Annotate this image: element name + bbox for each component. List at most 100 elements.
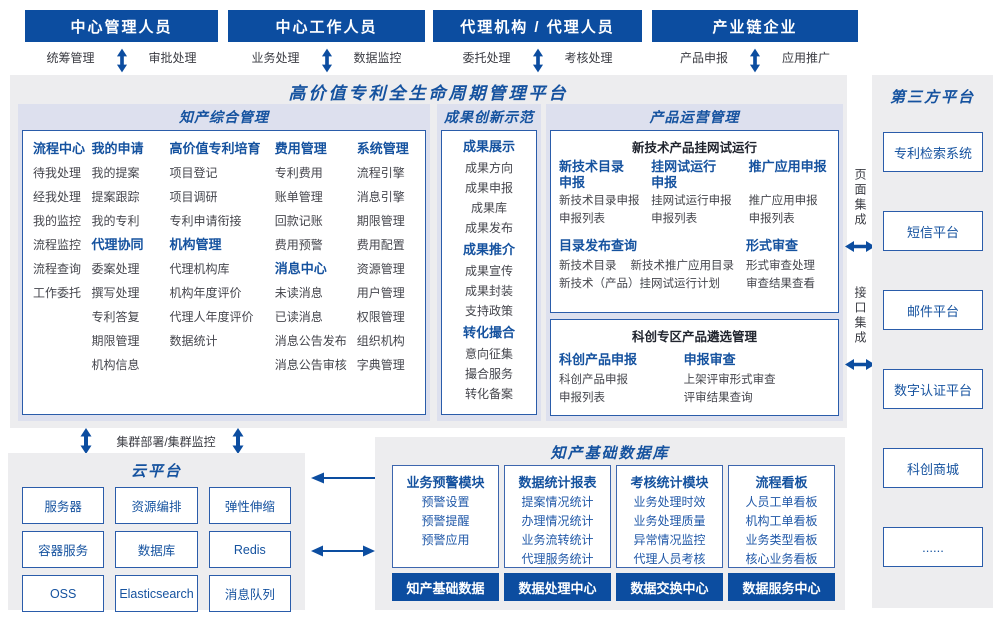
section-product-operation: 产品运营管理 新技术产品挂网试运行 新技术目录 申报 新技术目录申报申报列表 挂… bbox=[546, 104, 843, 421]
menu-item: 专利申请衔接 bbox=[169, 214, 242, 228]
group-header: 形式审查 bbox=[745, 238, 798, 253]
catalog-query-group: 目录发布查询 新技术目录 新技术推广应用目录 新技术（产品）挂网试运行计划 bbox=[559, 235, 746, 293]
section-title: 知产综合管理 bbox=[179, 109, 269, 125]
menu-item: 经我处理 bbox=[33, 190, 82, 204]
third-party-box: 科创商城 bbox=[883, 448, 983, 488]
product-column: 新技术目录 申报 新技术目录申报申报列表 bbox=[559, 159, 651, 228]
db-column: 流程看板 人员工单看板机构工单看板业务类型看板核心业务看板 bbox=[728, 465, 835, 568]
actor-group-center-staff: 中心工作人员 业务处理 数据监控 bbox=[228, 10, 425, 73]
actor-group-center-managers: 中心管理人员 统筹管理 审批处理 bbox=[25, 10, 218, 73]
menu-item: 形式审查处理 bbox=[745, 260, 815, 272]
menu-item: 科创产品申报 bbox=[559, 374, 628, 386]
vertical-double-arrow-icon bbox=[232, 428, 244, 454]
vertical-double-arrow-icon bbox=[532, 48, 543, 73]
db-item: 代理人员考核 bbox=[633, 552, 706, 566]
group-header: 消息中心 bbox=[274, 261, 327, 276]
cloud-service-box: 容器服务 bbox=[22, 531, 105, 568]
menu-item: 我的专利 bbox=[91, 214, 140, 228]
menu-item: 我的提案 bbox=[91, 166, 140, 180]
group-header: 推广应用申报 bbox=[748, 159, 827, 174]
section-title: 产品运营管理 bbox=[649, 109, 740, 125]
actor-label-left: 统筹管理 bbox=[46, 51, 95, 65]
db-item: 机构工单看板 bbox=[745, 514, 818, 528]
db-column: 数据统计报表 提案情况统计办理情况统计业务流转统计代理服务统计 bbox=[504, 465, 611, 568]
group-header: 挂网试运行 申报 bbox=[651, 159, 717, 190]
actor-group-industry-chain: 产业链企业 产品申报 应用推广 bbox=[652, 10, 858, 73]
group-header: 申报审查 bbox=[683, 352, 736, 367]
item-list: 人员工单看板机构工单看板业务类型看板核心业务看板 bbox=[729, 493, 834, 569]
menu-item: 费用预警 bbox=[274, 238, 323, 252]
menu-item: 评审结果查询 bbox=[683, 391, 753, 404]
actor-group-agency: 代理机构 / 代理人员 委托处理 考核处理 bbox=[433, 10, 642, 73]
item-list: 预警设置预警提醒预警应用 bbox=[393, 493, 498, 550]
menu-item: 成果宣传 bbox=[464, 264, 513, 278]
subbox-title: 科创专区产品遴选管理 bbox=[631, 330, 757, 344]
item-list: 形式审查处理审查结果查看 bbox=[746, 258, 830, 293]
horizontal-double-arrow-icon bbox=[845, 359, 875, 370]
db-column-header: 数据统计报表 bbox=[518, 475, 597, 490]
menu-item: 项目调研 bbox=[169, 190, 218, 204]
menu-item: 组织机构 bbox=[356, 334, 405, 348]
product-column: 申报审查 上架评审形式审查评审结果查询 bbox=[684, 349, 830, 407]
cloud-service-box: 服务器 bbox=[22, 487, 105, 524]
menu-item: 新技术推广应用目录 bbox=[630, 260, 735, 272]
ip-column: 系统管理流程引擎消息引擎期限管理费用配置资源管理用户管理权限管理组织机构字典管理 bbox=[357, 137, 423, 414]
menu-item: 已读消息 bbox=[274, 310, 323, 324]
ip-column: 我的申请我的提案提案跟踪我的专利代理协同委案处理撰写处理专利答复期限管理机构信息 bbox=[92, 137, 170, 414]
db-item: 预警设置 bbox=[421, 495, 470, 509]
ip-base-database-section: 知产基础数据库 业务预警模块 预警设置预警提醒预警应用 数据统计报表 提案情况统… bbox=[375, 437, 845, 610]
db-column-header: 考核统计模块 bbox=[630, 475, 709, 490]
item-list: 提案情况统计办理情况统计业务流转统计代理服务统计 bbox=[505, 493, 610, 569]
ip-panel: 流程中心待我处理经我处理我的监控流程监控流程查询工作委托 我的申请我的提案提案跟… bbox=[22, 130, 426, 415]
menu-item: 支持政策 bbox=[464, 304, 513, 318]
db-item: 提案情况统计 bbox=[521, 495, 594, 509]
actor-label-right: 数据监控 bbox=[353, 51, 402, 65]
menu-item: 申报列表 bbox=[559, 212, 605, 225]
group-header: 新技术目录 申报 bbox=[559, 159, 625, 190]
db-item: 人员工单看板 bbox=[745, 495, 818, 509]
third-party-box: 短信平台 bbox=[883, 211, 983, 251]
left-arrow-icon bbox=[311, 472, 375, 484]
actor-header: 中心工作人员 bbox=[228, 10, 425, 42]
menu-item: 费用配置 bbox=[356, 238, 405, 252]
menu-item: 资源管理 bbox=[356, 262, 405, 276]
menu-item: 专利费用 bbox=[274, 166, 323, 180]
menu-item: 回款记账 bbox=[274, 214, 323, 228]
menu-item: 申报列表 bbox=[651, 212, 698, 225]
menu-item: 委案处理 bbox=[91, 262, 140, 276]
group-header: 转化撮合 bbox=[462, 325, 515, 340]
product-column: 挂网试运行 申报 挂网试运行申报申报列表 bbox=[651, 159, 749, 228]
horizontal-double-arrow-icon bbox=[845, 241, 875, 252]
db-column: 业务预警模块 预警设置预警提醒预警应用 bbox=[392, 465, 499, 568]
menu-item: 数据统计 bbox=[169, 334, 218, 348]
menu-item: 申报列表 bbox=[748, 212, 795, 225]
actor-header: 中心管理人员 bbox=[25, 10, 218, 42]
item-list: 业务处理时效业务处理质量异常情况监控代理人员考核 bbox=[617, 493, 722, 569]
db-item: 异常情况监控 bbox=[633, 533, 706, 547]
group-header: 目录发布查询 bbox=[559, 238, 638, 253]
menu-item: 新技术目录 bbox=[559, 260, 617, 272]
cloud-title: 云平台 bbox=[130, 463, 182, 480]
item-list: 上架评审形式审查评审结果查询 bbox=[684, 372, 830, 407]
actor-header: 产业链企业 bbox=[652, 10, 858, 42]
menu-item: 消息引擎 bbox=[356, 190, 405, 204]
db-title: 知产基础数据库 bbox=[550, 445, 670, 462]
group-header: 高价值专利培育 bbox=[169, 141, 261, 156]
menu-item: 撰写处理 bbox=[91, 286, 140, 300]
ip-column: 流程中心待我处理经我处理我的监控流程监控流程查询工作委托 bbox=[33, 137, 92, 414]
formal-review-group: 形式审查 形式审查处理审查结果查看 bbox=[746, 235, 830, 293]
menu-item: 代理人年度评价 bbox=[169, 310, 254, 324]
group-header: 成果展示 bbox=[462, 139, 515, 154]
subbox-title: 新技术产品挂网试运行 bbox=[631, 141, 757, 155]
menu-item: 成果封装 bbox=[464, 284, 513, 298]
db-item: 办理情况统计 bbox=[521, 514, 594, 528]
actor-label-right: 应用推广 bbox=[782, 51, 831, 65]
menu-item: 待我处理 bbox=[33, 166, 82, 180]
db-item: 业务类型看板 bbox=[745, 533, 818, 547]
db-footer-box: 数据处理中心 bbox=[504, 573, 611, 601]
menu-item: 字典管理 bbox=[356, 358, 405, 372]
cluster-label: 集群部署/集群监控 bbox=[116, 435, 216, 449]
platform-title: 高价值专利全生命周期管理平台 bbox=[288, 84, 569, 103]
